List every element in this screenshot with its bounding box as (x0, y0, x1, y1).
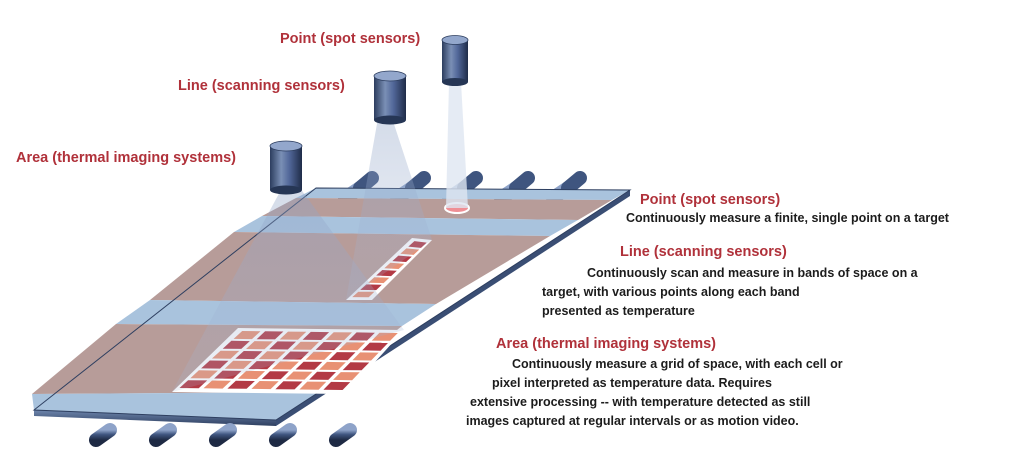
sensor-point-body (441, 35, 469, 86)
sensor-cell (329, 352, 356, 361)
sensor-cell (261, 371, 289, 380)
surface-outline (32, 187, 632, 421)
sensor-cell (333, 372, 360, 381)
sensor-beams (172, 82, 468, 392)
area-description-line: pixel interpreted as temperature data. R… (492, 376, 772, 390)
point-description-line: Continuously measure a finite, single po… (626, 211, 949, 225)
sensor-label-area: Area (thermal imaging systems) (16, 150, 236, 166)
sensor-cell (352, 352, 379, 361)
sensor-cell (309, 371, 336, 380)
area-description-line: Continuously measure a grid of space, wi… (512, 357, 843, 371)
line-description-line: Continuously scan and measure in bands o… (587, 266, 918, 280)
point-beam (446, 82, 468, 208)
sensor-cell (362, 342, 389, 351)
sensor-cell (319, 361, 346, 370)
sensor-cell (295, 361, 323, 370)
area-description-line: images captured at regular intervals or … (466, 414, 799, 428)
sensor-line-body (373, 70, 407, 125)
sensor-cell (285, 371, 313, 380)
sensor-cell (237, 370, 266, 379)
band (262, 198, 612, 220)
point-description-title: Point (spot sensors) (640, 192, 781, 208)
sensor-cell (342, 362, 370, 371)
area-beam (172, 188, 404, 392)
roller (269, 423, 297, 447)
sensor-cell (251, 381, 279, 390)
sensor-cell (227, 380, 255, 389)
surface-edge (34, 410, 276, 426)
sensor-area-body (269, 140, 303, 195)
roller (329, 423, 357, 447)
sensor-label-line: Line (scanning sensors) (178, 78, 345, 94)
line-beam (346, 118, 432, 300)
area-description-line: extensive processing -- with temperature… (470, 395, 811, 409)
line-description-line: target, with various points along each b… (542, 285, 800, 299)
sensor-cell (323, 381, 351, 390)
area-description-title: Area (thermal imaging systems) (496, 336, 716, 352)
front-rollers (89, 423, 357, 447)
line-description-line: presented as temperature (542, 304, 695, 318)
line-description-title: Line (scanning sensors) (620, 244, 787, 260)
sensor-cell (275, 381, 303, 390)
sensor-cell (299, 381, 327, 390)
sensor-label-point: Point (spot sensors) (280, 31, 421, 47)
roller (209, 423, 237, 447)
roller (149, 423, 177, 447)
roller (89, 423, 117, 447)
band (32, 392, 320, 420)
sensor-cell (203, 380, 231, 389)
